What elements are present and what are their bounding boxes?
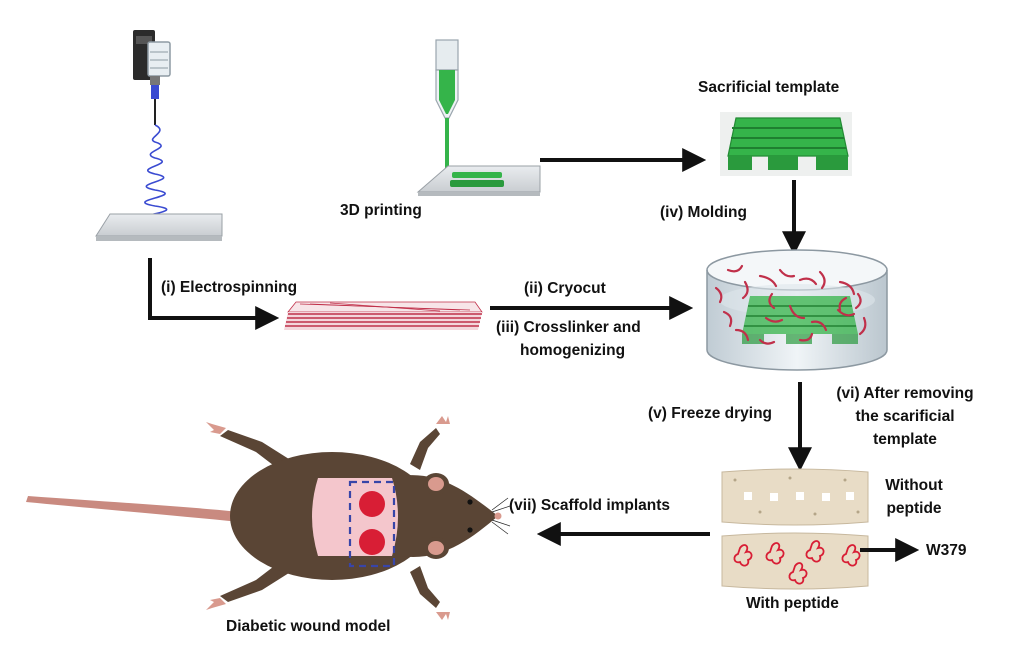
mold-container xyxy=(706,249,888,371)
mouse-tail xyxy=(26,496,240,522)
label-crosslinker-line2: homogenizing xyxy=(520,342,626,359)
label-w379: W379 xyxy=(926,542,967,559)
mouse-head xyxy=(400,475,498,557)
collector-plate xyxy=(95,213,223,237)
label-freeze-drying: (v) Freeze drying xyxy=(648,405,773,422)
wound-skin-patch xyxy=(312,478,398,556)
3d-printer xyxy=(416,39,541,196)
label-3d-printing: 3D printing xyxy=(340,202,422,219)
label-without-line1: Without xyxy=(885,477,943,494)
wound-upper xyxy=(359,491,385,517)
mouse-illustration xyxy=(26,416,511,620)
label-electrospinning: (i) Electrospinning xyxy=(161,279,298,296)
label-molding: (iv) Molding xyxy=(660,204,747,221)
peptide-markers xyxy=(733,540,861,585)
label-diabetic-wound-model: Diabetic wound model xyxy=(226,618,391,635)
syringe-needle-hub xyxy=(151,85,159,99)
fiber-mat xyxy=(284,301,483,330)
arrow-electrospinning xyxy=(148,258,280,330)
label-scaffold-implants: (vii) Scaffold implants xyxy=(509,497,671,514)
label-crosslinker-line1: (iii) Crosslinker and xyxy=(496,319,641,336)
sacrificial-template xyxy=(720,112,852,176)
syringe-barrel xyxy=(147,41,171,77)
printer-bed xyxy=(416,165,541,193)
label-without-line2: peptide xyxy=(886,500,942,517)
label-removing-line2: the scarificial xyxy=(855,408,955,425)
scaffold-without-peptide xyxy=(721,468,869,526)
label-sacrificial-template: Sacrificial template xyxy=(698,79,840,96)
label-removing-line3: template xyxy=(873,431,937,448)
label-with-peptide: With peptide xyxy=(746,595,839,612)
scaffold-with-peptide xyxy=(721,532,869,590)
label-removing-line1: (vi) After removing xyxy=(836,385,974,402)
electrospinning-setup xyxy=(95,30,223,241)
implant-region-dashed xyxy=(348,480,396,568)
wound-lower xyxy=(359,529,385,555)
label-cryocut: (ii) Cryocut xyxy=(524,280,606,297)
fiber-fragments xyxy=(714,264,867,345)
